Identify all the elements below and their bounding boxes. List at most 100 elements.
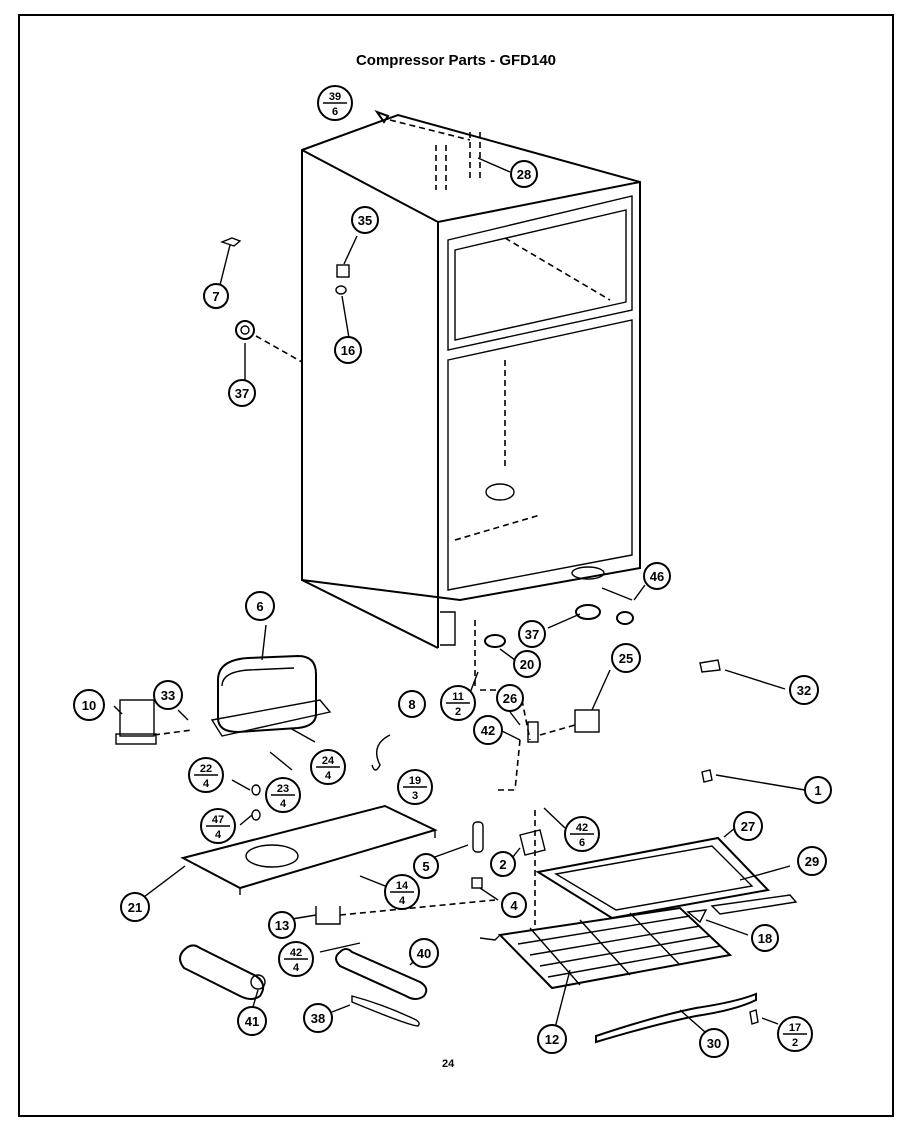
page-number: 24 xyxy=(442,1058,455,1070)
callout-24-qty-4: 244 xyxy=(310,749,346,785)
callout-42-a: 42 xyxy=(473,715,503,745)
svg-text:28: 28 xyxy=(517,167,531,182)
svg-text:4: 4 xyxy=(399,895,406,907)
callout-16: 16 xyxy=(334,336,362,364)
callout-22-qty-4: 224 xyxy=(188,757,224,793)
callout-23-qty-4: 234 xyxy=(265,777,301,813)
callout-5: 5 xyxy=(413,853,439,879)
page-border xyxy=(18,14,894,1117)
callout-47-qty-4: 474 xyxy=(200,808,236,844)
svg-text:42: 42 xyxy=(576,822,588,834)
svg-text:47: 47 xyxy=(212,814,224,826)
callout-27: 27 xyxy=(733,811,763,841)
svg-text:5: 5 xyxy=(422,859,429,874)
compressor-drawing xyxy=(115,624,332,821)
svg-text:12: 12 xyxy=(545,1032,559,1047)
svg-text:4: 4 xyxy=(280,798,287,810)
callout-7: 7 xyxy=(203,283,229,309)
callout-37-upper: 37 xyxy=(228,379,256,407)
callout-2: 2 xyxy=(490,851,516,877)
svg-text:10: 10 xyxy=(82,698,96,713)
callout-19-qty-3: 193 xyxy=(397,769,433,805)
svg-text:30: 30 xyxy=(707,1036,721,1051)
svg-text:4: 4 xyxy=(293,962,300,974)
callout-38: 38 xyxy=(303,1003,333,1033)
cabinet-drawing xyxy=(301,113,641,649)
callout-17-qty-2: 172 xyxy=(777,1016,813,1052)
svg-text:14: 14 xyxy=(396,880,409,892)
callout-25: 25 xyxy=(611,643,641,673)
svg-text:4: 4 xyxy=(215,829,222,841)
svg-text:7: 7 xyxy=(212,289,219,304)
svg-text:46: 46 xyxy=(650,569,664,584)
svg-text:42: 42 xyxy=(290,947,302,959)
callout-28: 28 xyxy=(510,160,538,188)
callout-35: 35 xyxy=(351,206,379,234)
leader-lines xyxy=(113,157,791,1033)
svg-text:32: 32 xyxy=(797,683,811,698)
svg-text:37: 37 xyxy=(235,386,249,401)
svg-text:6: 6 xyxy=(579,837,585,849)
svg-text:39: 39 xyxy=(329,91,341,103)
svg-text:1: 1 xyxy=(814,783,821,798)
svg-text:35: 35 xyxy=(358,213,372,228)
callout-18: 18 xyxy=(751,924,779,952)
svg-text:4: 4 xyxy=(325,770,332,782)
svg-text:26: 26 xyxy=(503,691,517,706)
callout-1: 1 xyxy=(804,776,832,804)
drain-pan-grille-drawing xyxy=(479,836,798,990)
svg-text:18: 18 xyxy=(758,931,772,946)
svg-text:41: 41 xyxy=(245,1014,259,1029)
callout-14-qty-4: 144 xyxy=(384,874,420,910)
svg-text:40: 40 xyxy=(417,946,431,961)
callout-4: 4 xyxy=(501,892,527,918)
callout-6: 6 xyxy=(245,591,275,621)
callout-11-qty-2: 112 xyxy=(440,685,476,721)
svg-text:4: 4 xyxy=(510,898,518,913)
callout-42-qty-4: 424 xyxy=(278,941,314,977)
svg-text:6: 6 xyxy=(256,599,263,614)
svg-text:2: 2 xyxy=(455,706,461,718)
svg-text:3: 3 xyxy=(412,790,418,802)
svg-text:2: 2 xyxy=(499,857,506,872)
svg-text:22: 22 xyxy=(200,763,212,775)
svg-text:13: 13 xyxy=(275,918,289,933)
callout-33: 33 xyxy=(153,680,183,710)
callout-12: 12 xyxy=(537,1024,567,1054)
callout-10: 10 xyxy=(73,689,105,721)
svg-text:38: 38 xyxy=(311,1011,325,1026)
callout-42-qty-6: 426 xyxy=(564,816,600,852)
svg-text:20: 20 xyxy=(520,657,534,672)
tubing-drawing xyxy=(179,944,759,1044)
callout-37-lower: 37 xyxy=(518,620,546,648)
callout-29: 29 xyxy=(797,846,827,876)
callout-40: 40 xyxy=(409,938,439,968)
callout-13: 13 xyxy=(268,911,296,939)
svg-text:21: 21 xyxy=(128,900,142,915)
svg-text:8: 8 xyxy=(408,697,415,712)
callout-41: 41 xyxy=(237,1006,267,1036)
callout-26: 26 xyxy=(496,684,524,712)
page-title: Compressor Parts - GFD140 xyxy=(355,52,557,69)
svg-text:27: 27 xyxy=(741,819,755,834)
callout-32: 32 xyxy=(789,675,819,705)
svg-text:29: 29 xyxy=(805,854,819,869)
svg-text:33: 33 xyxy=(161,688,175,703)
svg-text:42: 42 xyxy=(481,723,495,738)
svg-text:4: 4 xyxy=(203,778,210,790)
svg-text:19: 19 xyxy=(409,775,421,787)
callout-21: 21 xyxy=(120,892,150,922)
base-plate-drawing xyxy=(180,804,496,925)
svg-text:17: 17 xyxy=(789,1022,801,1034)
callout-20: 20 xyxy=(513,650,541,678)
callout-30: 30 xyxy=(699,1028,729,1058)
svg-text:25: 25 xyxy=(619,651,633,666)
svg-text:16: 16 xyxy=(341,343,355,358)
callout-46: 46 xyxy=(643,562,671,590)
callout-39-qty-6: 396 xyxy=(317,85,353,121)
svg-text:24: 24 xyxy=(322,755,335,767)
svg-text:11: 11 xyxy=(452,691,464,703)
small-parts-drawing xyxy=(219,109,471,380)
valve-bracket-drawing xyxy=(371,604,806,925)
